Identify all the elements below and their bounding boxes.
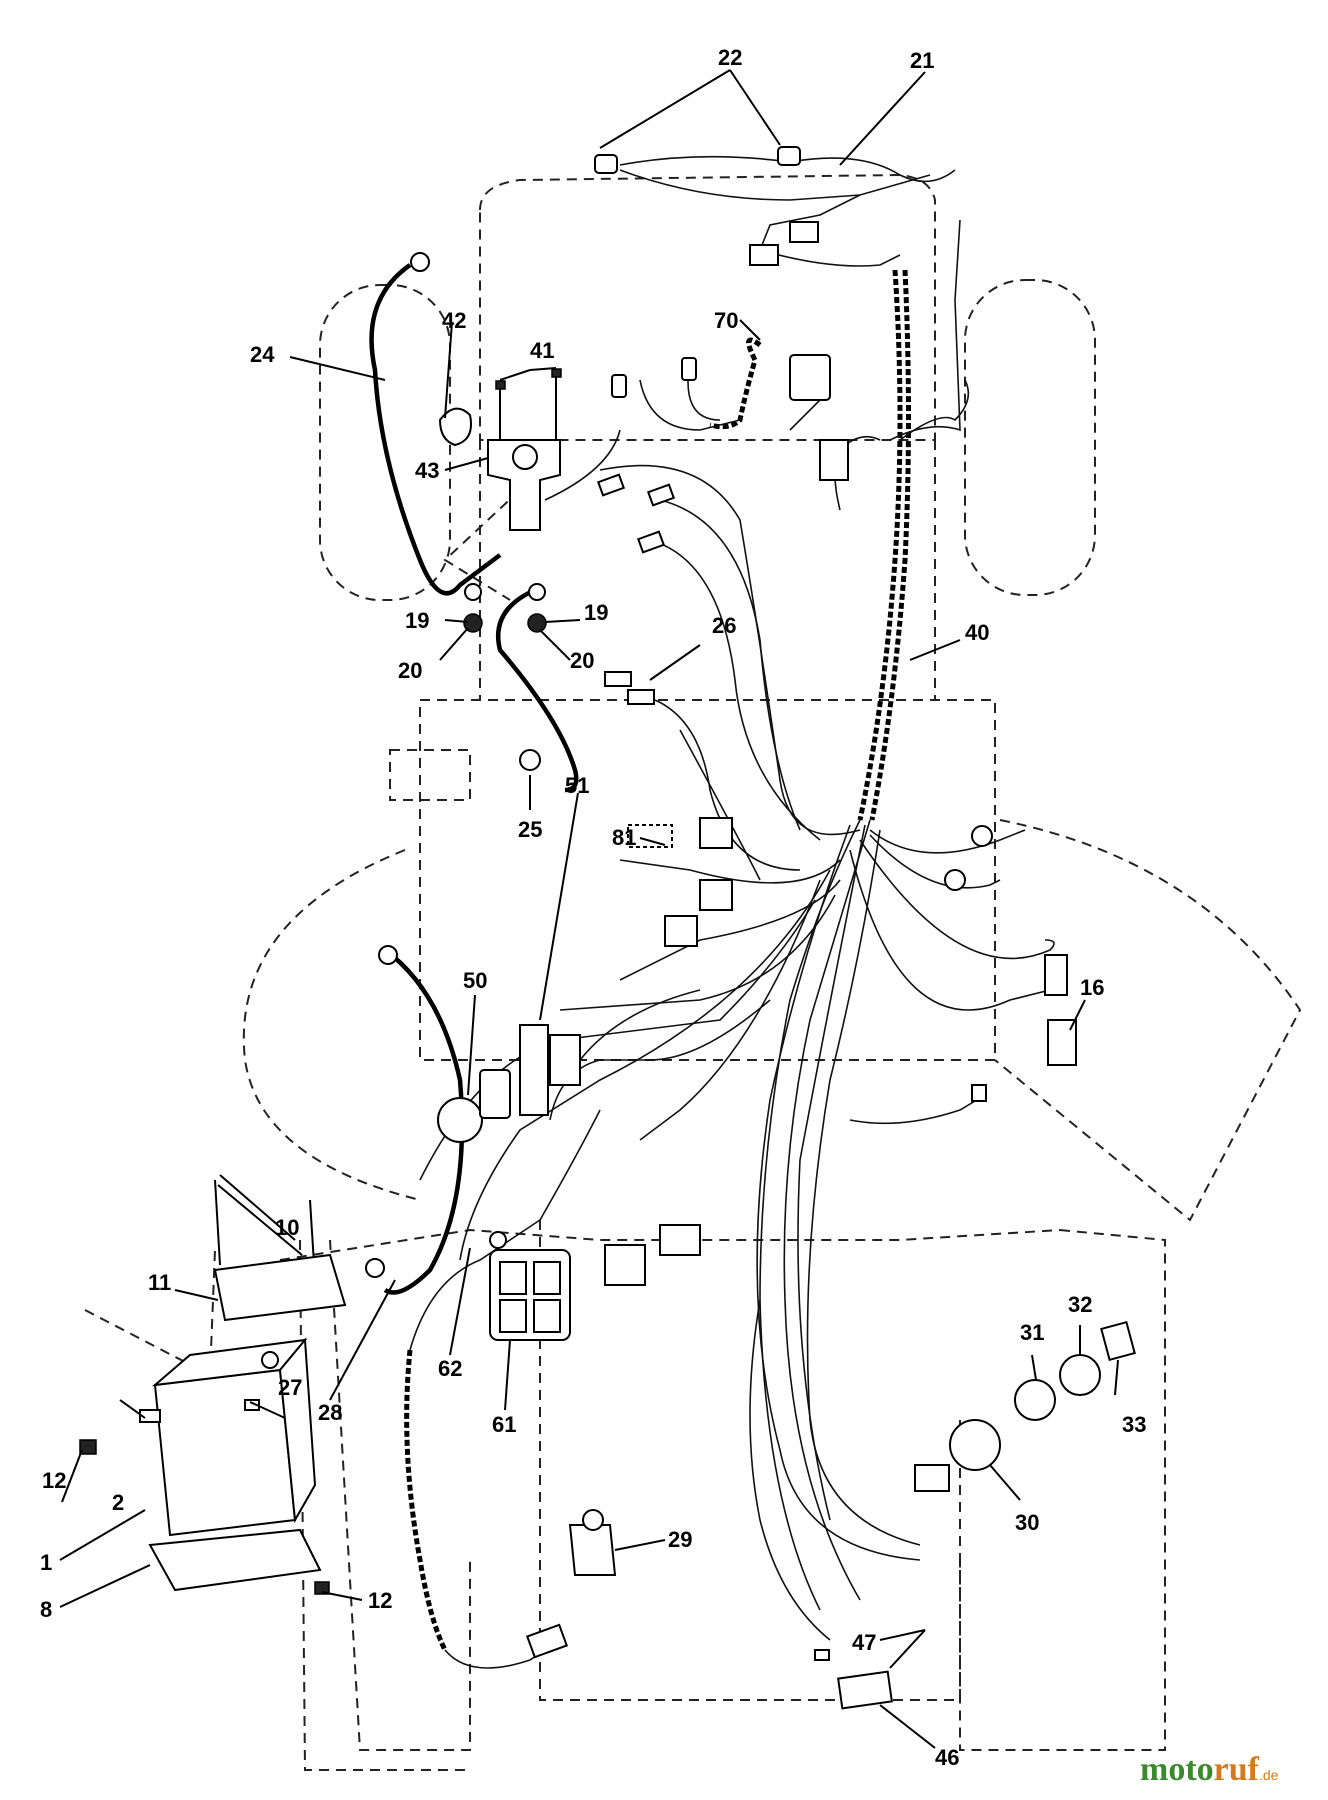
callout-12-right: 12 [368,1588,392,1613]
callout-25: 25 [518,817,542,842]
svg-text:motoruf.de: motoruf.de [1140,1751,1279,1788]
callout-32: 32 [1068,1292,1092,1317]
callout-19-right: 19 [584,600,608,625]
callout-50: 50 [463,968,487,993]
callout-46: 46 [935,1745,959,1770]
solenoid [438,368,562,633]
callout-33: 33 [1122,1412,1146,1437]
callout-1: 1 [40,1550,52,1575]
callout-24: 24 [250,342,275,367]
callout-43: 43 [415,458,439,483]
callout-30: 30 [1015,1510,1039,1535]
callout-labels: 22 21 42 41 24 70 43 19 20 19 20 26 40 2… [40,45,1146,1770]
lower-parts [568,1320,1136,1710]
callout-22: 22 [718,45,742,70]
callout-40: 40 [965,620,989,645]
callout-20-right: 20 [570,648,594,673]
watermark: motoruf.de [1140,1751,1279,1788]
watermark-part2: ruf [1214,1751,1260,1788]
callout-41: 41 [530,338,554,363]
callout-29: 29 [668,1527,692,1552]
mid-connectors [604,671,993,947]
callout-8: 8 [40,1597,52,1622]
callout-70: 70 [714,308,738,333]
battery-assembly [79,1179,347,1595]
callout-20-left: 20 [398,658,422,683]
callout-28: 28 [318,1400,342,1425]
tractor-outline [84,173,1302,1771]
cables [365,252,621,1295]
callout-21: 21 [910,48,934,73]
callout-12-left: 12 [42,1468,66,1493]
callout-61: 61 [492,1412,516,1437]
watermark-suffix: .de [1259,1767,1279,1783]
leader-lines [59,69,1119,1749]
callout-19-left: 19 [405,608,429,633]
callout-47: 47 [852,1630,876,1655]
callout-11: 11 [148,1270,171,1295]
instrument-panel [489,1224,701,1341]
callout-26: 26 [712,613,736,638]
watermark-part1: moto [1140,1751,1214,1788]
switches [437,989,701,1143]
relay-connectors [596,337,849,554]
callout-81: 81 [612,825,636,850]
main-harness [419,219,1055,1641]
callout-42: 42 [442,308,466,333]
callout-27: 27 [278,1375,302,1400]
light-harness [594,146,956,267]
callout-16: 16 [1080,975,1104,1000]
callout-51: 51 [565,773,589,798]
right-connector [971,954,1077,1102]
callout-31: 31 [1020,1320,1044,1345]
callout-62: 62 [438,1356,462,1381]
callout-2: 2 [112,1490,124,1515]
lower-harness [404,1109,601,1669]
callout-10: 10 [275,1215,299,1240]
